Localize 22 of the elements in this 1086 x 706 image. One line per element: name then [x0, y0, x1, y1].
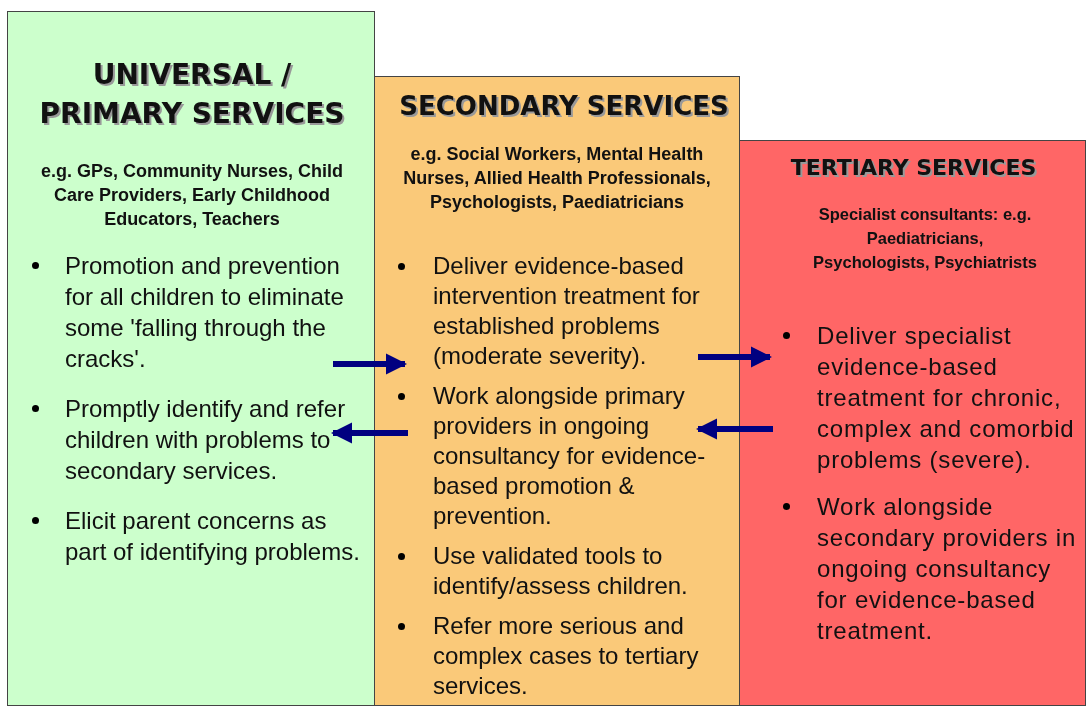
bullet-item: Elicit parent concerns as part of identifying problems. — [32, 505, 367, 567]
bullet-item: Promotion and prevention for all children to eliminate some 'falling through the cracks'. — [32, 250, 367, 374]
arrow — [698, 346, 773, 368]
panel-subtitle: e.g. GPs, Community Nurses, Child Care Providers, Early Childhood Educators, Teachers — [39, 160, 345, 231]
panel-heading: SECONDARY SERVICES — [398, 90, 730, 123]
bullet-item: Work alongside secondary providers in ongoing consultancy for evidence-based treatment. — [783, 491, 1086, 646]
bullet-item: Work alongside primary providers in ongoing consultancy for evidence-based promotion & prevention. — [398, 381, 733, 531]
panel-subtitle: e.g. Social Workers, Mental Health Nurses, Allied Health Professionals, Psychologists, Paediatricians — [402, 143, 712, 214]
panel-subtitle: Specialist consultants: e.g. Paediatricians, Psychologists, Psychiatrists — [812, 204, 1038, 273]
arrow — [333, 353, 408, 375]
arrow — [330, 422, 408, 444]
service-panel — [374, 76, 740, 706]
service-panel — [7, 11, 375, 706]
service-panel — [739, 140, 1086, 706]
panel-heading: TERTIARY SERVICES — [789, 154, 1038, 182]
arrow — [695, 418, 773, 440]
bullet-item: Deliver evidence-based intervention treatment for established problems (moderate severity). — [398, 251, 733, 371]
bullet-item: Deliver specialist evidence-based treatment for chronic, complex and comorbid problems (severe). — [783, 320, 1086, 475]
bullet-item: Promptly identify and refer children with problems to secondary services. — [32, 393, 367, 486]
bullet-item: Use validated tools to identify/assess children. — [398, 541, 733, 601]
panel-heading: UNIVERSAL / PRIMARY SERVICES — [38, 57, 346, 132]
bullet-item: Refer more serious and complex cases to tertiary services. — [398, 611, 733, 701]
